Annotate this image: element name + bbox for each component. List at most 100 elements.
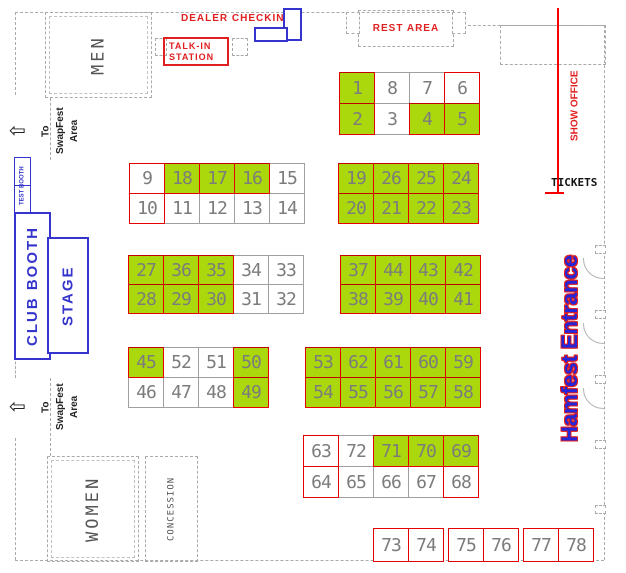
table-1[interactable]: 1 [339,72,375,104]
table-3[interactable]: 3 [374,103,410,135]
table-16[interactable]: 16 [234,163,270,194]
table-56[interactable]: 56 [375,377,411,408]
concession-room: CONCESSION [145,456,198,562]
table-42[interactable]: 42 [445,255,481,285]
table-50[interactable]: 50 [233,347,269,378]
table-67[interactable]: 67 [408,466,444,498]
wall-inner-bottom [50,378,51,456]
table-25[interactable]: 25 [408,163,444,194]
table-10[interactable]: 10 [129,193,165,224]
table-70[interactable]: 70 [408,435,444,467]
table-60[interactable]: 60 [410,347,446,378]
table-19[interactable]: 19 [338,163,374,194]
table-29[interactable]: 29 [163,284,199,314]
table-35[interactable]: 35 [198,255,234,285]
table-37[interactable]: 37 [340,255,376,285]
table-68[interactable]: 68 [443,466,479,498]
door-mark [595,310,606,319]
table-44[interactable]: 44 [375,255,411,285]
swapfest-arrow-icon: ⇦ [9,120,26,142]
table-58[interactable]: 58 [445,377,481,408]
table-43[interactable]: 43 [410,255,446,285]
table-36[interactable]: 36 [163,255,199,285]
table-76[interactable]: 76 [483,528,519,562]
table-9[interactable]: 9 [129,163,165,194]
test-booth-divider [15,185,30,186]
table-33[interactable]: 33 [268,255,304,285]
table-5[interactable]: 5 [444,103,480,135]
table-62[interactable]: 62 [340,347,376,378]
table-12[interactable]: 12 [199,193,235,224]
table-30[interactable]: 30 [198,284,234,314]
table-18[interactable]: 18 [164,163,200,194]
women-room: WOMEN [47,456,139,562]
table-11[interactable]: 11 [164,193,200,224]
table-64[interactable]: 64 [303,466,339,498]
table-2[interactable]: 2 [339,103,375,135]
table-4[interactable]: 4 [409,103,445,135]
table-24[interactable]: 24 [443,163,479,194]
table-73[interactable]: 73 [373,528,409,562]
table-40[interactable]: 40 [410,284,446,314]
wall-stub [346,12,360,34]
wall-left-mid [15,357,16,378]
table-63[interactable]: 63 [303,435,339,467]
table-78[interactable]: 78 [558,528,594,562]
table-41[interactable]: 41 [445,284,481,314]
table-39[interactable]: 39 [375,284,411,314]
table-22[interactable]: 22 [408,193,444,224]
talk-in-station-box: TALK-IN STATION [163,37,229,66]
table-54[interactable]: 54 [305,377,341,408]
men-room-inner-wall [49,16,148,94]
table-49[interactable]: 49 [233,377,269,408]
women-room-inner-wall [51,460,135,558]
wall-stub [452,12,466,34]
table-74[interactable]: 74 [408,528,444,562]
talk-in-label-line1: TALK-IN [169,41,212,51]
table-6[interactable]: 6 [444,72,480,104]
table-51[interactable]: 51 [198,347,234,378]
door-mark [595,375,606,384]
table-57[interactable]: 57 [410,377,446,408]
table-17[interactable]: 17 [199,163,235,194]
table-34[interactable]: 34 [233,255,269,285]
talk-in-label-line2: STATION [169,52,215,62]
table-66[interactable]: 66 [373,466,409,498]
table-14[interactable]: 14 [269,193,305,224]
table-71[interactable]: 71 [373,435,409,467]
show-office-divider-foot [545,192,564,194]
men-room: MEN [45,12,152,98]
table-27[interactable]: 27 [128,255,164,285]
table-45[interactable]: 45 [128,347,164,378]
table-53[interactable]: 53 [305,347,341,378]
table-20[interactable]: 20 [338,193,374,224]
table-15[interactable]: 15 [269,163,305,194]
table-38[interactable]: 38 [340,284,376,314]
table-13[interactable]: 13 [234,193,270,224]
table-65[interactable]: 65 [338,466,374,498]
table-72[interactable]: 72 [338,435,374,467]
table-28[interactable]: 28 [128,284,164,314]
table-21[interactable]: 21 [373,193,409,224]
table-61[interactable]: 61 [375,347,411,378]
table-8[interactable]: 8 [374,72,410,104]
table-31[interactable]: 31 [233,284,269,314]
table-55[interactable]: 55 [340,377,376,408]
table-75[interactable]: 75 [448,528,484,562]
table-7[interactable]: 7 [409,72,445,104]
table-52[interactable]: 52 [163,347,199,378]
table-23[interactable]: 23 [443,193,479,224]
club-booth: CLUB BOOTH [14,212,51,360]
rest-area-label: REST AREA [372,23,440,34]
table-47[interactable]: 47 [163,377,199,408]
tickets-label: TICKETS [551,176,598,189]
table-26[interactable]: 26 [373,163,409,194]
table-77[interactable]: 77 [523,528,559,562]
table-48[interactable]: 48 [198,377,234,408]
table-69[interactable]: 69 [443,435,479,467]
table-32[interactable]: 32 [268,284,304,314]
table-59[interactable]: 59 [445,347,481,378]
table-46[interactable]: 46 [128,377,164,408]
